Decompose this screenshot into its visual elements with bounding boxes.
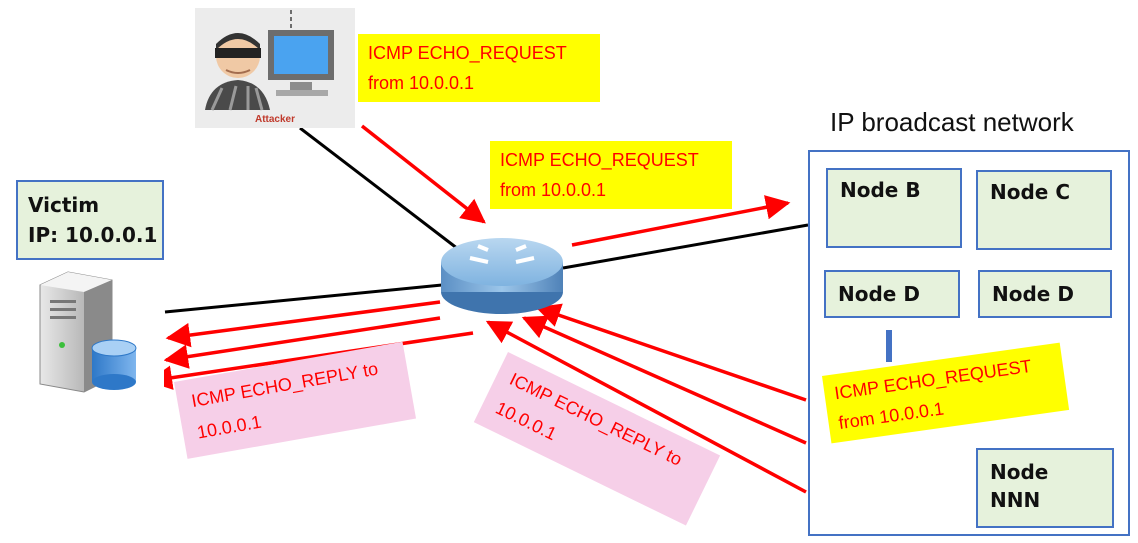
- attacker-request-line1: ICMP ECHO_REQUEST: [368, 43, 567, 63]
- node-b: Node B: [826, 168, 962, 248]
- arrow-reply-to-victim-1: [165, 300, 441, 348]
- node-d-right-label: Node D: [992, 282, 1074, 306]
- node-d-right: Node D: [978, 270, 1112, 318]
- attacker-request-label: ICMP ECHO_REQUEST from 10.0.0.1: [358, 34, 600, 102]
- attacker-caption: Attacker: [255, 114, 295, 125]
- router-request-label: ICMP ECHO_REQUEST from 10.0.0.1: [490, 141, 732, 209]
- arrow-reply-to-victim-2: [163, 316, 441, 369]
- arrow-attacker-to-router: [360, 124, 486, 224]
- attacker-request-line2: from 10.0.0.1: [368, 73, 475, 93]
- node-b-label: Node B: [840, 178, 921, 202]
- server-icon: [16, 262, 164, 398]
- arrow-node-reply-3: [485, 320, 807, 494]
- node-c: Node C: [976, 170, 1112, 250]
- network-title: IP broadcast network: [830, 107, 1074, 137]
- node-d-left: Node D: [824, 270, 960, 318]
- arrow-node-reply-1: [535, 303, 807, 402]
- node-nnn-label-2: NNN: [990, 488, 1041, 512]
- router-request-line2: from 10.0.0.1: [500, 180, 607, 200]
- arrow-node-reply-2: [521, 315, 807, 445]
- ellipsis-bar: [886, 330, 892, 362]
- link-attacker-router: [299, 126, 463, 254]
- link-router-network: [562, 223, 809, 270]
- victim-box: Victim IP: 10.0.0.1: [16, 180, 164, 260]
- router-icon: [441, 238, 563, 314]
- router-request-line1: ICMP ECHO_REQUEST: [500, 150, 699, 170]
- node-nnn: Node NNN: [976, 448, 1114, 528]
- arrow-router-to-network: [571, 195, 791, 247]
- node-nnn-label-1: Node: [990, 460, 1049, 484]
- node-c-label: Node C: [990, 180, 1070, 204]
- node-d-left-label: Node D: [838, 282, 920, 306]
- victim-title: Victim: [28, 193, 100, 217]
- link-victim-router: [164, 283, 443, 314]
- victim-ip: IP: 10.0.0.1: [28, 223, 158, 247]
- attacker-icon: Attacker: [195, 8, 355, 128]
